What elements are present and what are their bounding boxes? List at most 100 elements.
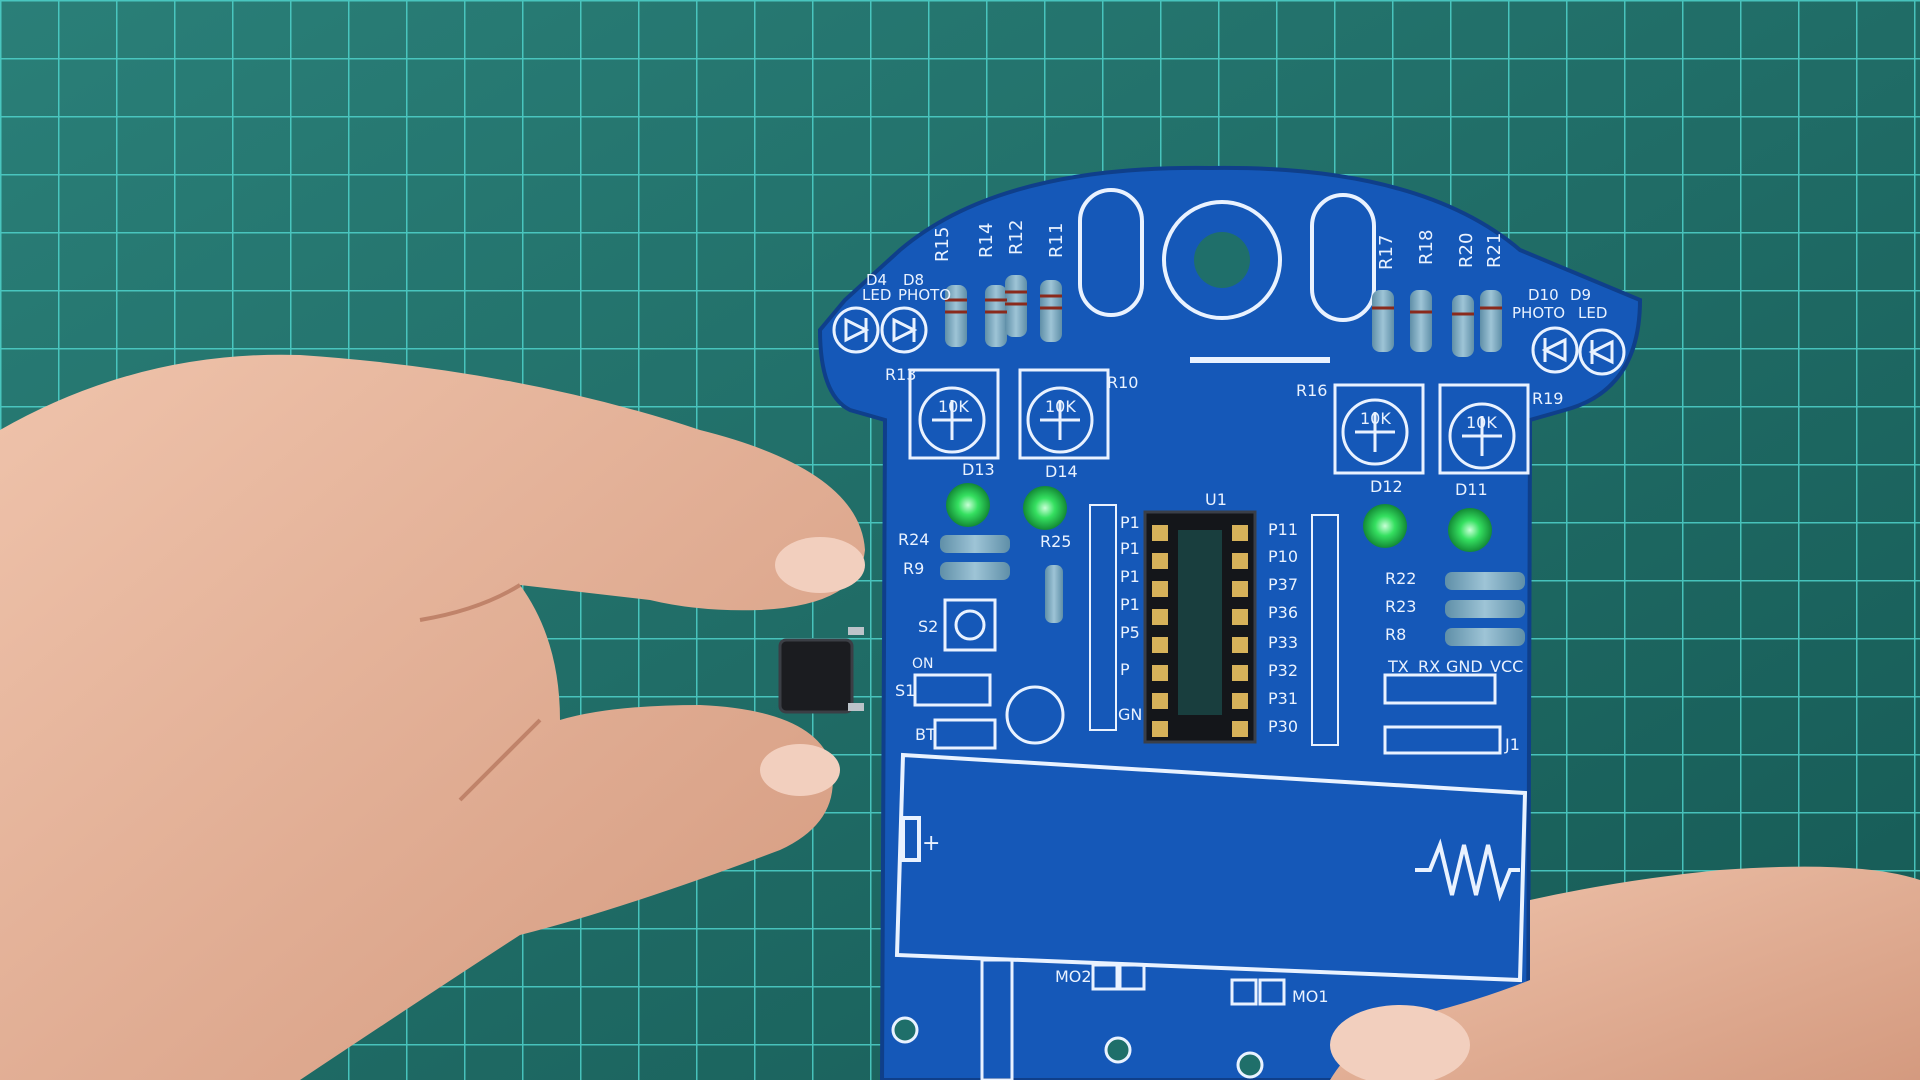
switch-label-s1: S1 [895,681,915,700]
resistor-label-r18: R18 [1416,230,1437,265]
trim-pot-r13 [908,368,1000,460]
pot-label-r10: R10 [1107,373,1138,392]
led-d13 [946,483,990,527]
resistor-label-r9: R9 [903,559,924,578]
resistor-label-r25: R25 [1040,532,1071,551]
resistor-bank-right [1372,290,1502,357]
ic-label-u1: U1 [1205,490,1227,509]
motor-pads [980,958,1286,1080]
pin-labels-right: P11 P10 P37 P36 P33 P32 P31 P30 [1268,520,1298,736]
led-label-d14: D14 [1045,462,1078,481]
led-d12 [1363,504,1407,548]
resistor-label-r12: R12 [1006,220,1027,255]
battery-label-bt: BT [915,725,936,744]
caster-hole-outline [1162,200,1282,320]
label-photo-left: PHOTO [898,286,951,304]
resistor-label-r23: R23 [1385,597,1416,616]
serial-header-footprint [1383,673,1502,755]
pin-label: P1 [1120,539,1140,558]
pin-label: P32 [1268,661,1298,680]
resistor-label-r17: R17 [1376,235,1397,270]
pin-header-left [1089,504,1117,731]
pin-label: P5 [1120,623,1140,642]
buzzer-footprint [1005,685,1065,745]
led-label-d13: D13 [962,460,995,479]
label-photo-right: PHOTO [1512,304,1565,322]
trim-pot-r10 [1018,368,1110,460]
resistor-label-r21: R21 [1484,233,1505,268]
header-label-gnd: GND [1446,657,1483,676]
diode-footprints-left [832,306,928,354]
pcb-board: R15 R14 R12 R11 R17 R18 R20 R21 D4 D8 LE… [817,165,1643,1080]
pot-label-r19: R19 [1532,389,1563,408]
header-label-vcc: VCC [1490,657,1523,676]
diode-footprints-right [1531,326,1626,376]
header-label-tx: TX [1387,657,1409,676]
led-label-d12: D12 [1370,477,1403,496]
resistor-label-r14: R14 [976,223,997,258]
led-label-d11: D11 [1455,480,1488,499]
pin-label: P30 [1268,717,1298,736]
pin-label: P1 [1120,567,1140,586]
right-hand [1330,866,1920,1080]
switch-s1-footprint [913,673,992,707]
trim-pot-r16 [1333,383,1425,475]
pin-labels-left: P1 P1 P1 P1 P5 P GN [1118,513,1142,724]
label-led-left: LED [862,286,891,304]
pin-label: GN [1118,705,1142,724]
label-d4: D4 [866,271,887,289]
resistor-label-r11: R11 [1046,223,1067,258]
label-led-right: LED [1578,304,1607,322]
left-hand [0,354,865,1080]
fingertip [1330,1005,1470,1080]
fingernail [760,744,840,796]
pot-value-r13: 10K [938,397,969,416]
resistors-left-pair [940,535,1063,623]
resistor-label-r20: R20 [1456,233,1477,268]
pin-label: P31 [1268,689,1298,708]
pot-value-r19: 10K [1466,413,1497,432]
header-label-rx: RX [1418,657,1440,676]
pot-label-r13: R13 [885,365,916,384]
resistor-label-r15: R15 [932,227,953,262]
pin-label: P33 [1268,633,1298,652]
resistors-right-trio [1445,572,1525,646]
label-d9: D9 [1570,286,1591,304]
switch-label-on: ON [912,656,934,672]
trim-pot-r19 [1438,383,1530,475]
serial-header-labels: TX RX GND VCC J1 [1387,657,1523,754]
battery-plus-sign: + [922,831,940,856]
battery-holder-outline [894,752,1528,983]
pin-label: P37 [1268,575,1298,594]
led-d14 [1023,486,1067,530]
resistor-label-r24: R24 [898,530,929,549]
battery-connector-footprint [933,718,997,750]
pin-label: P [1120,660,1130,679]
pot-value-r16: 10K [1360,409,1391,428]
pin-label: P1 [1120,595,1140,614]
header-label-j1: J1 [1504,735,1520,754]
led-d11 [1448,508,1492,552]
pin-label: P36 [1268,603,1298,622]
ic-socket-u1 [1143,510,1257,744]
label-d8: D8 [903,271,924,289]
pin-label: P11 [1268,520,1298,539]
pin-label: P10 [1268,547,1298,566]
switch-label-s2: S2 [918,617,938,636]
switch-s2-footprint [943,598,997,652]
caster-hole [1194,232,1250,288]
resistor-label-r8: R8 [1385,625,1406,644]
tactile-push-button [778,627,864,714]
pin-header-right [1311,514,1339,746]
motor-label-mo2: MO2 [1055,967,1092,986]
mount-slot-left [1078,188,1144,317]
thumbnail [775,537,865,593]
pot-value-r10: 10K [1045,397,1076,416]
resistor-label-r22: R22 [1385,569,1416,588]
pin-label: P1 [1120,513,1140,532]
pot-label-r16: R16 [1296,381,1327,400]
motor-label-mo1: MO1 [1292,987,1329,1006]
mount-slot-right [1310,193,1376,322]
label-d10: D10 [1528,286,1559,304]
